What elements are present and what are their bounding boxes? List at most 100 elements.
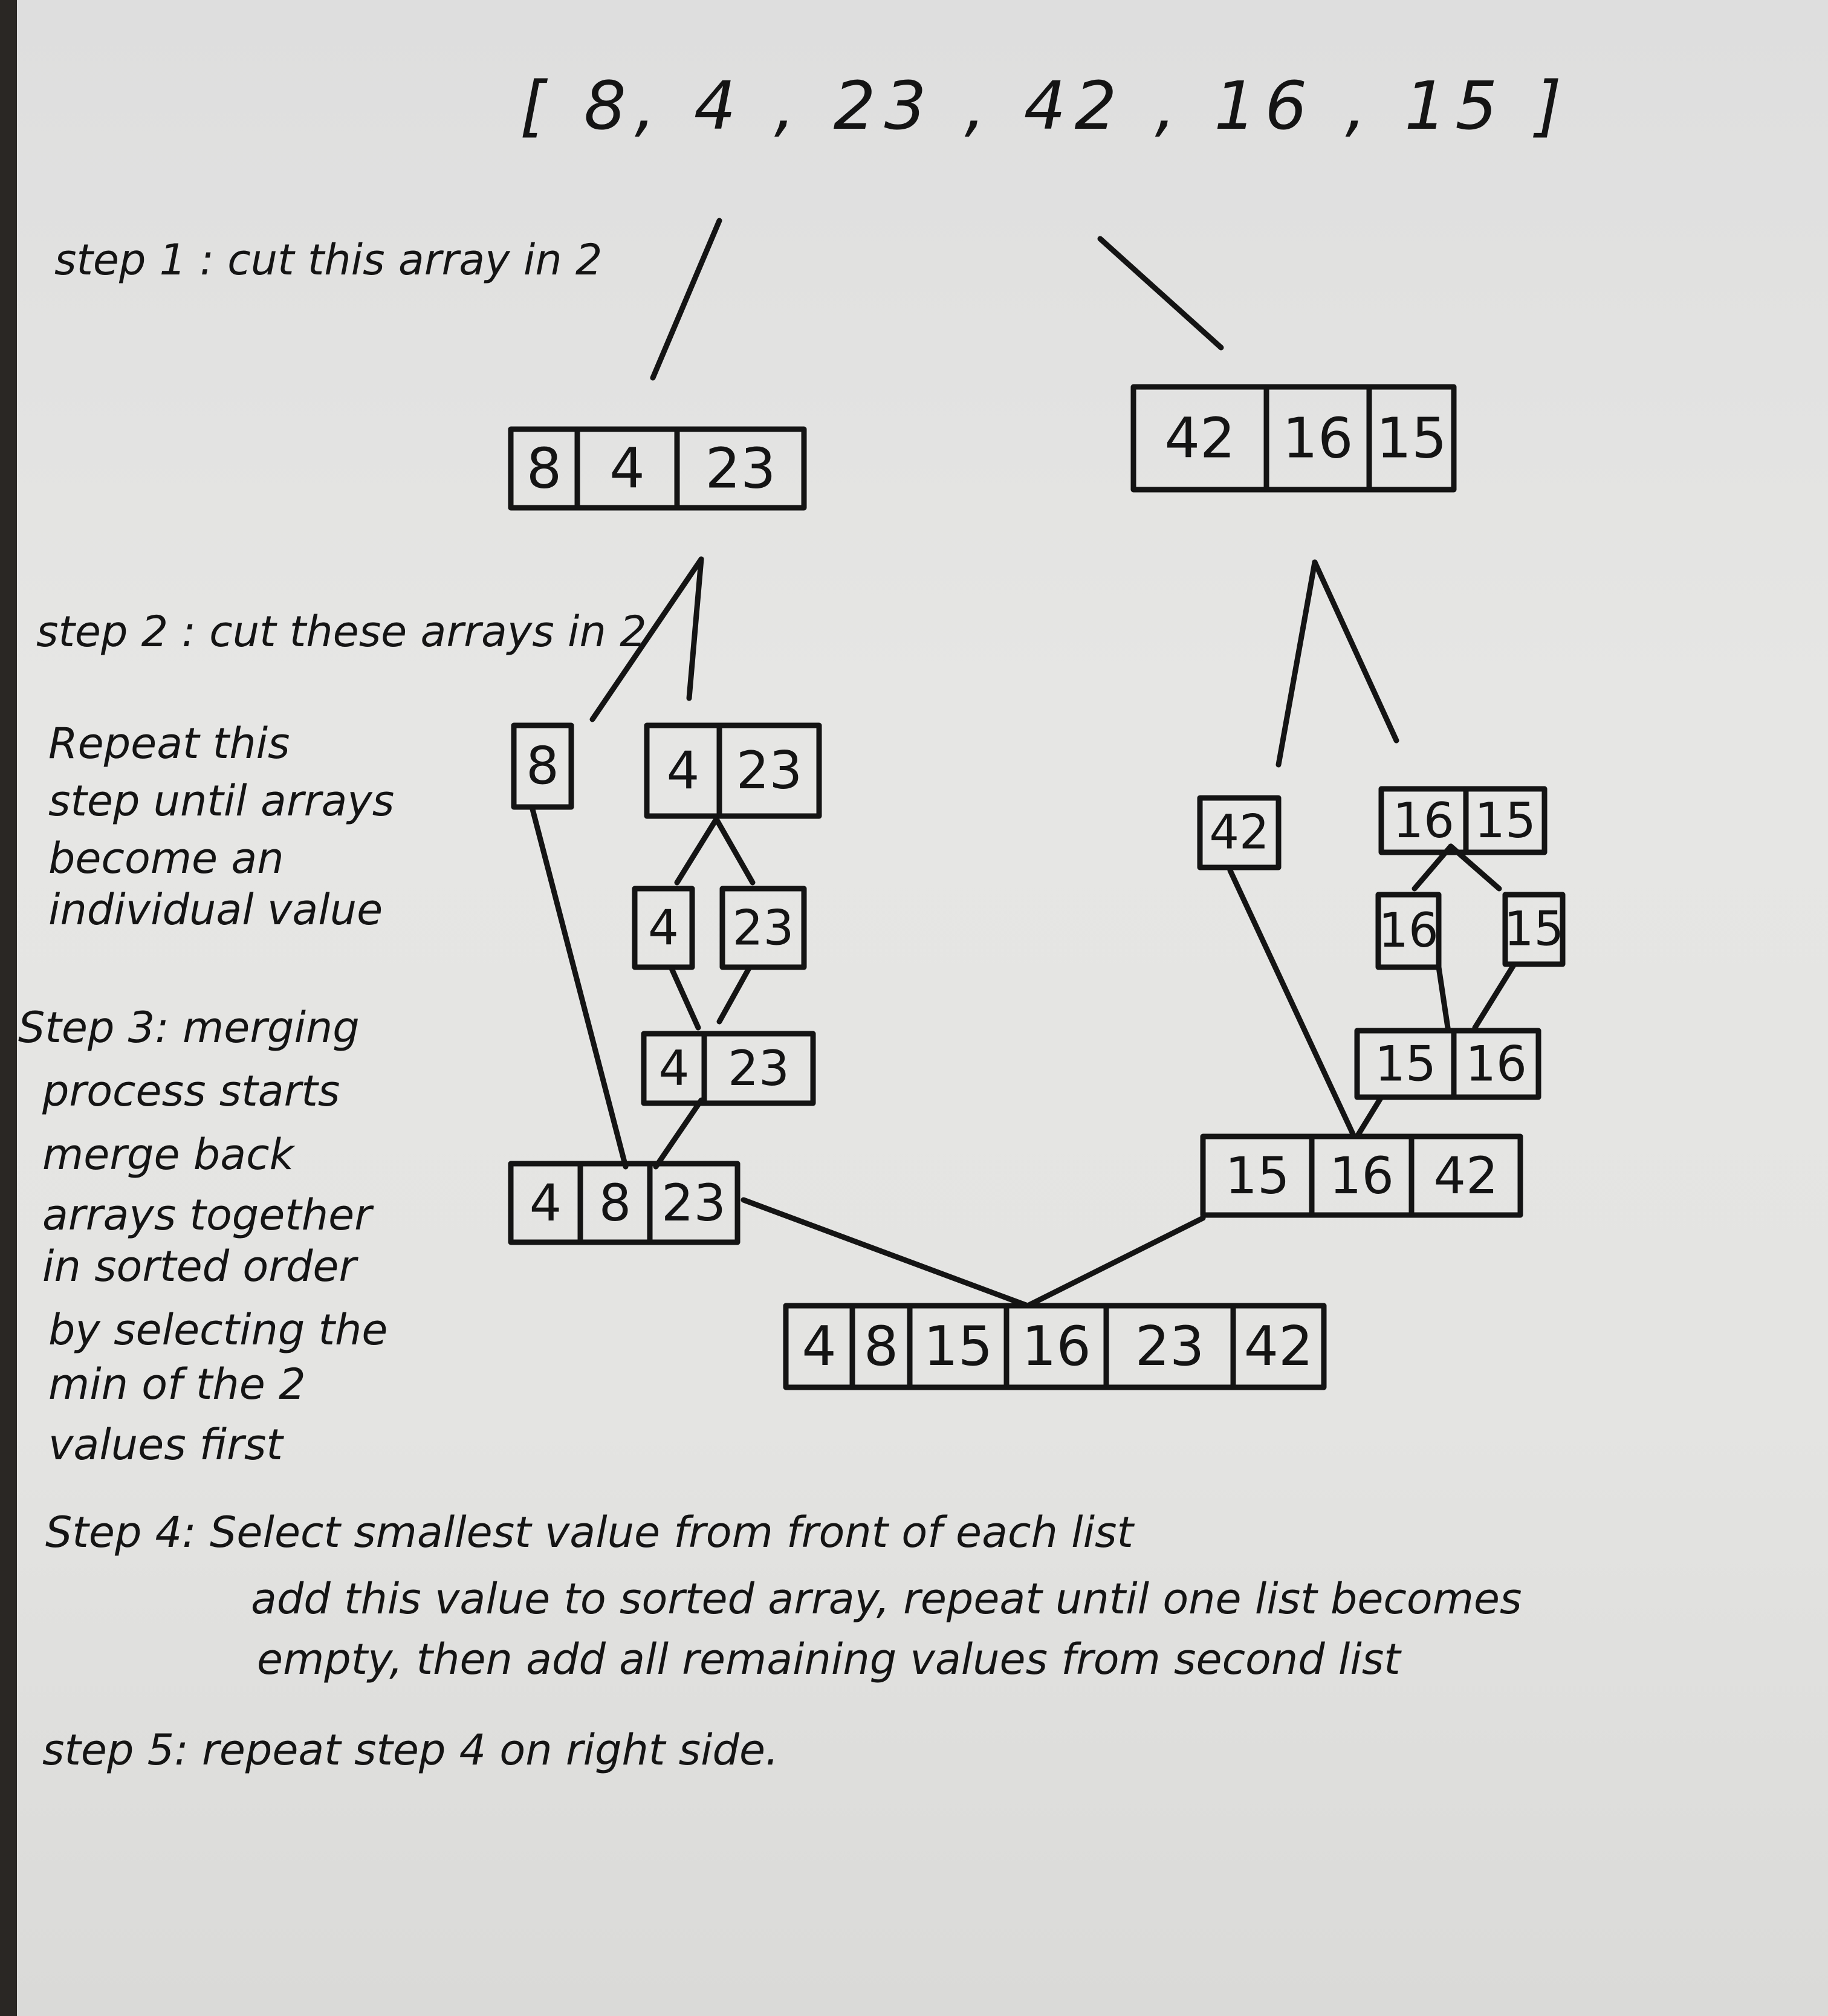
photo-edge-shadow [0,0,17,2016]
array-cell-value: 23 [661,1173,726,1233]
array-cell-value: 4 [802,1315,836,1378]
connector-line [741,1197,1031,1309]
connector-lines [529,218,1517,1309]
array-cell-value: 8 [526,736,559,797]
array-cell-value: 23 [733,900,794,956]
connector-line [716,964,753,1025]
array-cell [1408,1133,1523,1218]
step-3-line: merge back [42,1130,294,1179]
array-cell-value: 16 [1329,1146,1394,1205]
array-left-single: 8 [511,722,574,810]
paper-sheet [17,0,1828,2016]
step-4-line: Step 4: Select smallest value from front… [45,1508,1133,1557]
step-2-text: step 2 : cut these arrays in 2 [36,607,647,656]
array-cell [632,886,695,970]
array-cell [719,886,807,970]
array-cell-value: 8 [599,1173,631,1233]
array-cell-value: 15 [1474,792,1536,849]
array-cell-value: 15 [1376,406,1447,471]
array-right-pair-split-b: 15 [1502,892,1566,967]
array-cell-value: 23 [736,741,802,801]
connector-line [686,556,704,701]
array-cell [701,1031,816,1106]
step-2-note-line: Repeat this [48,719,290,768]
connector-line [1227,867,1357,1139]
connector-line [713,816,756,886]
connector-line [1312,559,1399,744]
array-cell-value: 4 [609,436,645,501]
array-cell-value: 16 [1022,1315,1091,1378]
connector-line [650,218,722,381]
array-cell-value: 23 [728,1040,789,1097]
array-cell-value: 23 [705,436,776,501]
step-3-line: in sorted order [42,1242,357,1291]
step-3-line: min of the 2 [48,1360,306,1409]
array-cell [674,426,807,511]
array-left-pair: 4 23 [644,722,822,819]
array-cell-value: 8 [864,1315,898,1378]
step-4-line: empty, then add all remaining values fro… [257,1635,1401,1684]
array-cell [647,1161,741,1245]
array-cell [1230,1303,1327,1390]
array-cell-value: 4 [530,1173,562,1233]
connector-line [1097,236,1224,351]
array-cell-value: 4 [648,900,679,956]
array-cell [1463,786,1548,855]
array-cell-value: 42 [1434,1146,1499,1205]
array-cell-value: 4 [667,741,700,801]
connector-line [1275,559,1318,768]
step-4-line: add this value to sorted array, repeat u… [251,1574,1522,1624]
array-left-pair-merged: 4 23 [641,1031,816,1106]
connector-line [1472,961,1517,1031]
array-cell-value: 15 [1504,903,1564,957]
step-2-note-line: step until arrays [48,776,395,826]
step-2-note-line: become an [48,834,284,883]
array-cell-value: 23 [1135,1315,1205,1378]
array-cell-value: 16 [1465,1036,1527,1092]
array-cell [1197,795,1282,870]
connector-line [653,1097,704,1170]
array-cell-value: 42 [1244,1315,1314,1378]
array-cell-value: 15 [924,1315,993,1378]
array-cell [511,722,574,810]
step-3-line: arrays together [42,1190,372,1240]
array-right-single: 42 [1197,795,1282,870]
connector-line [1354,1094,1384,1139]
array-cell [1502,892,1566,967]
step-5-text: step 5: repeat step 4 on right side. [42,1725,779,1775]
input-array-title: [ 8, 4 , 23 , 42 , 16 , 15 ] [520,67,1570,144]
connector-line [1436,964,1451,1031]
step-3-line: by selecting the [48,1305,388,1355]
array-cell [1366,384,1457,493]
array-cell [1375,892,1442,970]
array-cell-value: 42 [1209,806,1269,860]
array-cell-value: 4 [659,1040,690,1097]
array-right-pair-split-a: 16 [1375,892,1442,970]
array-right-merged: 15 16 42 [1200,1133,1523,1218]
array-cell [716,722,822,819]
connector-line [529,804,629,1170]
connector-line [674,816,719,886]
step-2-note-line: individual value [48,885,383,935]
array-cell [1451,1028,1541,1100]
array-left-pair-split-a: 4 [632,886,695,970]
array-left-pair-split-b: 23 [719,886,807,970]
step-3-line: Step 3: merging [18,1003,360,1052]
connector-line [668,964,701,1031]
array-cell-value: 8 [527,436,562,501]
step-3-line: values first [48,1420,283,1470]
connector-line [589,556,704,722]
array-cell-value: 16 [1378,904,1438,958]
array-cell-value: 42 [1164,406,1235,471]
connector-line [1025,1215,1206,1309]
array-cell-value: 15 [1225,1146,1290,1205]
array-cell-value: 15 [1375,1036,1436,1092]
